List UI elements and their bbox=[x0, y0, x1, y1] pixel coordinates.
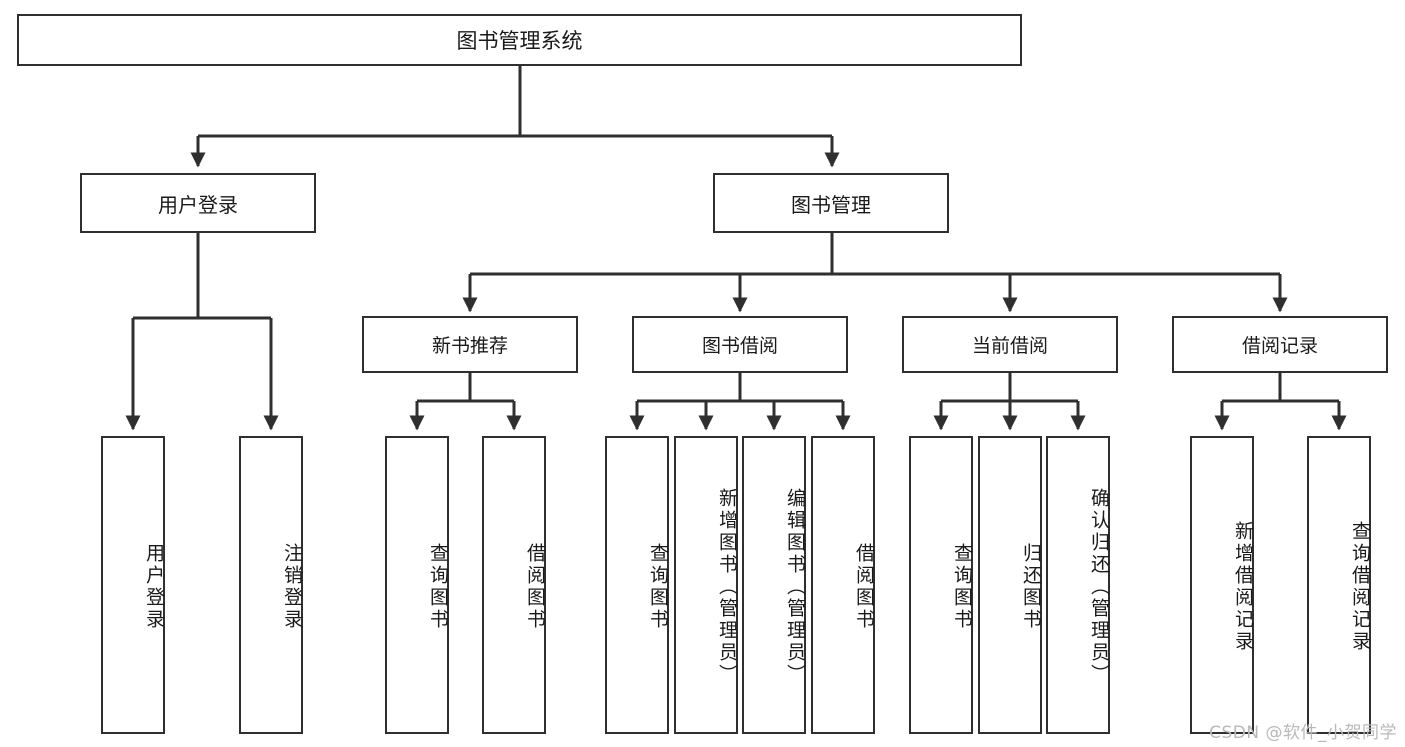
node-user-login[interactable]: 用户登录 bbox=[80, 173, 316, 233]
node-book-borrowing[interactable]: 图书借阅 bbox=[632, 316, 848, 373]
leaf-label: 查询图书 bbox=[427, 543, 449, 631]
node-root-book-management-system[interactable]: 图书管理系统 bbox=[17, 14, 1022, 66]
leaf-user-login-login[interactable]: 用户登录 bbox=[101, 436, 165, 734]
leaf-borrow-edit-book-admin[interactable]: 编辑图书（管理员） bbox=[742, 436, 806, 734]
leaf-user-login-logout[interactable]: 注销登录 bbox=[239, 436, 303, 734]
node-borrowing-record[interactable]: 借阅记录 bbox=[1172, 316, 1388, 373]
leaf-current-query-books[interactable]: 查询图书 bbox=[909, 436, 973, 734]
leaf-label: 查询图书 bbox=[647, 543, 669, 631]
leaf-label: 查询图书 bbox=[951, 543, 973, 631]
leaf-label: 注销登录 bbox=[281, 543, 303, 631]
leaf-label: 用户登录 bbox=[143, 543, 165, 631]
leaf-label: 新增图书（管理员） bbox=[716, 488, 738, 686]
leaf-label: 归还图书 bbox=[1020, 543, 1042, 631]
leaf-current-return-books[interactable]: 归还图书 bbox=[978, 436, 1042, 734]
node-book-management[interactable]: 图书管理 bbox=[713, 173, 949, 233]
leaf-label: 借阅图书 bbox=[524, 543, 546, 631]
leaf-record-add-borrow-record[interactable]: 新增借阅记录 bbox=[1190, 436, 1254, 734]
leaf-record-query-borrow-record[interactable]: 查询借阅记录 bbox=[1307, 436, 1371, 734]
leaf-label: 编辑图书（管理员） bbox=[784, 488, 806, 686]
leaf-borrow-add-book-admin[interactable]: 新增图书（管理员） bbox=[674, 436, 738, 734]
leaf-new-book-borrow-books[interactable]: 借阅图书 bbox=[482, 436, 546, 734]
leaf-label: 借阅图书 bbox=[853, 543, 875, 631]
leaf-label: 查询借阅记录 bbox=[1349, 521, 1371, 653]
node-current-borrowing[interactable]: 当前借阅 bbox=[902, 316, 1118, 373]
leaf-label: 确认归还（管理员） bbox=[1088, 488, 1110, 686]
leaf-new-book-query-books[interactable]: 查询图书 bbox=[385, 436, 449, 734]
leaf-borrow-borrow-books[interactable]: 借阅图书 bbox=[811, 436, 875, 734]
leaf-label: 新增借阅记录 bbox=[1232, 521, 1254, 653]
leaf-current-confirm-return-admin[interactable]: 确认归还（管理员） bbox=[1046, 436, 1110, 734]
leaf-borrow-query-books[interactable]: 查询图书 bbox=[605, 436, 669, 734]
node-new-book-recommendation[interactable]: 新书推荐 bbox=[362, 316, 578, 373]
watermark-text: CSDN @软件_小贺同学 bbox=[1209, 723, 1397, 743]
